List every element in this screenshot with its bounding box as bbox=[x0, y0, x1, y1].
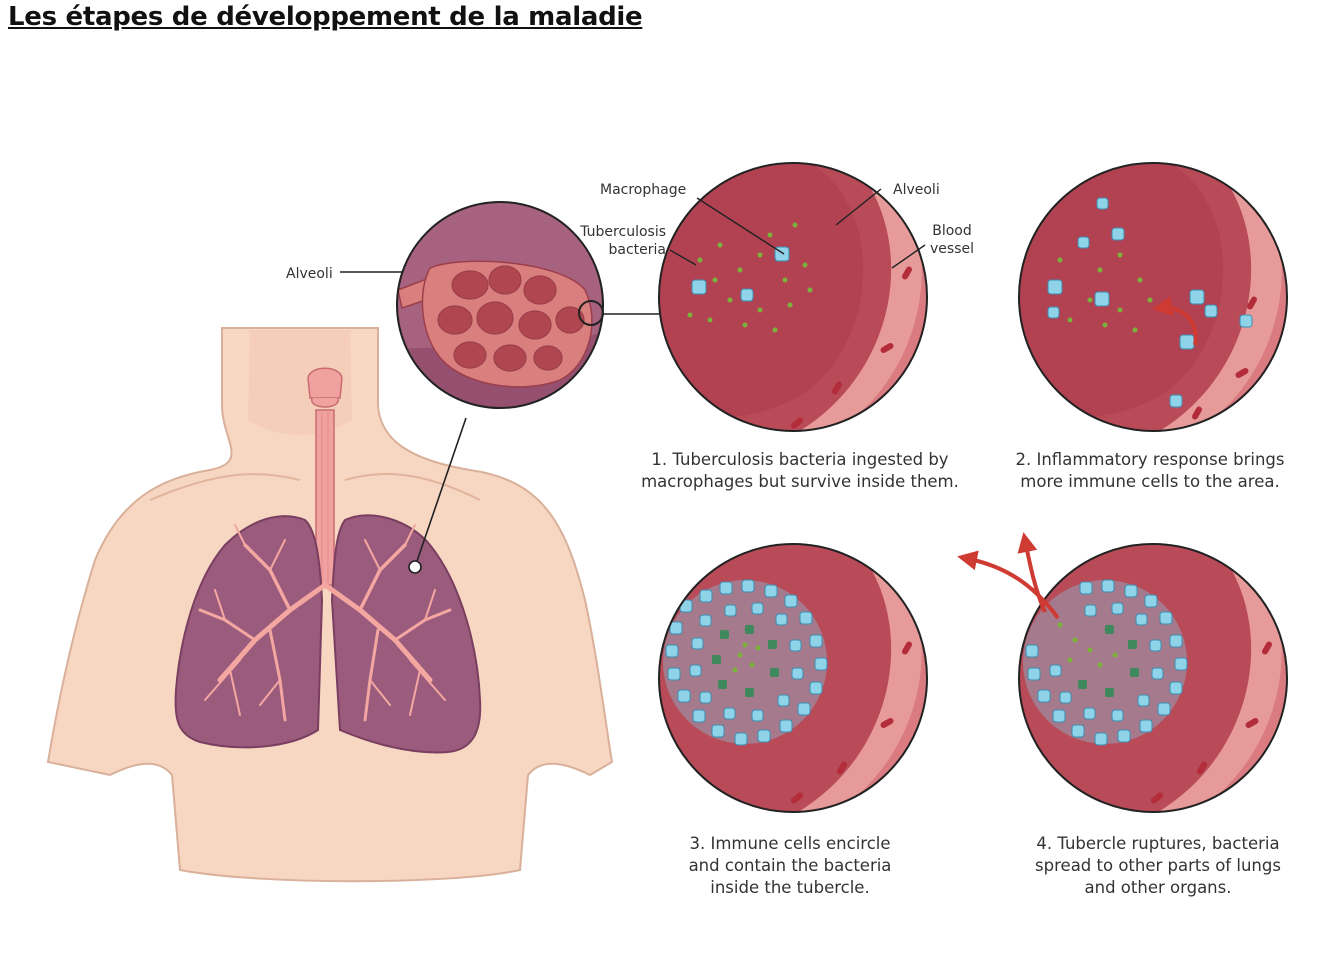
stage-4-circle bbox=[1010, 530, 1310, 830]
stage-2-circle bbox=[1010, 150, 1310, 450]
caption-3-line-3: inside the tubercle. bbox=[640, 877, 940, 899]
caption-1-line-2: macrophages but survive inside them. bbox=[620, 471, 980, 493]
label-macrophage: Macrophage bbox=[600, 181, 686, 199]
caption-stage-3: 3. Immune cells encircle and contain the… bbox=[640, 833, 940, 899]
label-tb-line1: Tuberculosis bbox=[560, 223, 666, 241]
caption-4-line-2: spread to other parts of lungs bbox=[1000, 855, 1316, 877]
caption-2-line-2: more immune cells to the area. bbox=[990, 471, 1310, 493]
caption-3-line-1: 3. Immune cells encircle bbox=[640, 833, 940, 855]
caption-4-line-3: and other organs. bbox=[1000, 877, 1316, 899]
label-blood-line2: vessel bbox=[922, 240, 982, 258]
caption-stage-4: 4. Tubercle ruptures, bacteria spread to… bbox=[1000, 833, 1316, 899]
label-tuberculosis-bacteria: Tuberculosis bacteria bbox=[560, 223, 666, 259]
label-alveoli-stage: Alveoli bbox=[893, 181, 940, 199]
label-alveoli-body: Alveoli bbox=[286, 265, 333, 283]
stage-3-circle bbox=[650, 530, 950, 830]
caption-stage-2: 2. Inflammatory response brings more imm… bbox=[990, 449, 1310, 493]
label-blood-line1: Blood bbox=[922, 222, 982, 240]
caption-1-line-1: 1. Tuberculosis bacteria ingested by bbox=[620, 449, 980, 471]
caption-2-line-1: 2. Inflammatory response brings bbox=[990, 449, 1310, 471]
caption-stage-1: 1. Tuberculosis bacteria ingested by mac… bbox=[620, 449, 980, 493]
spread-arrows bbox=[965, 540, 1058, 618]
label-blood-vessel: Blood vessel bbox=[922, 222, 982, 258]
label-tb-line2: bacteria bbox=[560, 241, 666, 259]
caption-4-line-1: 4. Tubercle ruptures, bacteria bbox=[1000, 833, 1316, 855]
caption-3-line-2: and contain the bacteria bbox=[640, 855, 940, 877]
